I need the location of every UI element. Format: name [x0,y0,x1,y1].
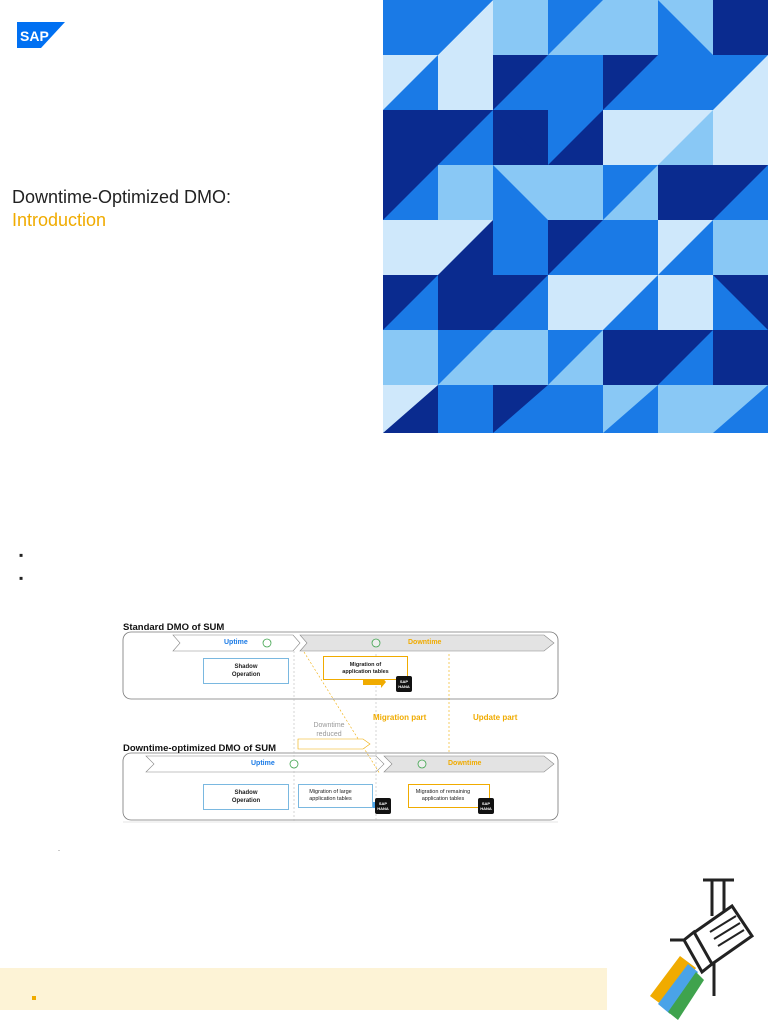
clock-icon [371,638,381,648]
shadow-operation-box-optimized: Shadow Operation [203,784,289,810]
migration-std-line2: application tables [342,669,389,675]
footer-bar [0,968,607,1010]
hana-chip-line2: HANA [398,684,410,689]
migration-remaining-box: Migration of remaining application table… [408,784,490,808]
shadow-line1: Shadow [234,664,258,670]
downtime-reduced-line1: Downtime [313,722,345,729]
downtime-label-standard: Downtime [408,639,442,646]
hana-chip-line1: SAP [399,679,409,684]
downtime-reduced-line2: reduced [316,731,342,738]
update-part-label: Update part [473,713,518,722]
sap-logo: SAP [17,22,65,48]
bullet-2: ▪ [19,571,24,585]
shadow-line1: Shadow [234,790,258,796]
migration-part-label: Migration part [373,713,427,722]
stage-light-icon [650,878,755,1020]
migration-standard-box: Migration of application tables [323,656,408,680]
hana-chip-line1: SAP [481,801,491,806]
hana-chip-line2: HANA [480,806,492,811]
uptime-label-optimized: Uptime [251,760,275,767]
hana-chip-line1: SAP [378,801,388,806]
footnote-mark: - [58,848,60,854]
hana-chip-line2: HANA [377,806,389,811]
clock-icon [262,638,272,648]
uptime-label-standard: Uptime [224,639,248,646]
clock-icon [289,759,299,769]
sap-logo-text: SAP [20,28,49,44]
downtime-reduced-label: Downtime reduced [302,721,356,739]
footer-bullet [32,996,36,1000]
migration-large-box: Migration of large application tables [298,784,373,808]
shadow-line2: Operation [231,798,261,804]
page-title: Downtime-Optimized DMO: Introduction [12,186,342,232]
title-line-2: Introduction [12,210,107,230]
dmo-diagram: Standard DMO of SUM Downtime-optimized D… [118,622,564,826]
optimized-dmo-heading: Downtime-optimized DMO of SUM [123,743,277,754]
geometric-pattern [383,0,768,433]
clock-icon [417,759,427,769]
title-line-1: Downtime-Optimized DMO: [12,187,232,207]
downtime-label-optimized: Downtime [448,760,482,767]
shadow-operation-box-standard: Shadow Operation [203,658,289,684]
standard-dmo-heading: Standard DMO of SUM [123,622,225,633]
migration-std-line1: Migration of [349,662,382,668]
shadow-line2: Operation [231,672,261,678]
bullet-1: ▪ [19,548,24,562]
